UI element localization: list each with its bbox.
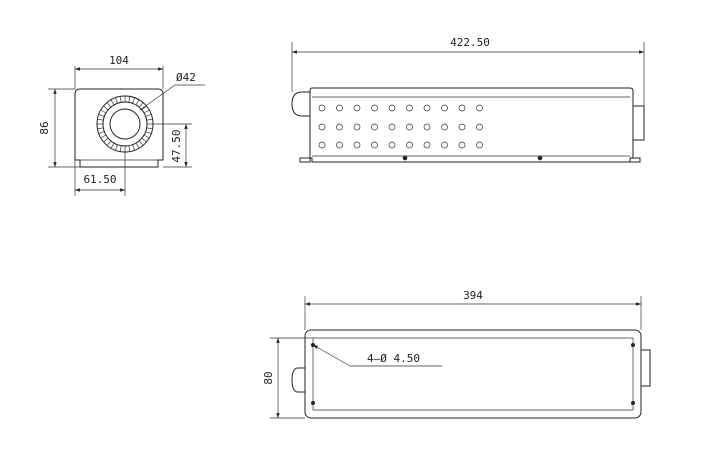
diameter-label: Ø42	[176, 71, 196, 84]
knurl-tick	[135, 99, 140, 106]
knurl-tick	[141, 137, 147, 143]
vent-hole	[353, 123, 361, 131]
vent-hole	[336, 123, 343, 131]
center-height-label: 47.50	[170, 129, 183, 162]
vent-hole	[423, 141, 431, 149]
vent-hole	[318, 141, 326, 149]
vent-hole	[458, 123, 466, 131]
knurl-tick	[98, 114, 105, 117]
vent-hole	[388, 141, 396, 149]
vent-hole	[318, 123, 326, 131]
knurl-tick	[141, 105, 147, 111]
end-view-body	[74, 88, 164, 168]
end-view: 104 86 Ø42 47.50 61.50	[38, 54, 205, 196]
knurl-tick	[132, 97, 135, 104]
port-knurl	[97, 96, 153, 152]
knurl-tick	[143, 109, 150, 114]
side-view-body	[309, 87, 634, 163]
vent-hole	[458, 104, 466, 112]
knurl-tick	[128, 96, 131, 103]
knurl-tick	[135, 142, 140, 149]
mounting-holes	[311, 343, 635, 405]
vent-hole	[458, 141, 466, 149]
knurl-tick	[115, 97, 118, 104]
knurl-tick	[97, 127, 104, 130]
side-length-label: 422.50	[450, 36, 490, 49]
knurl-tick	[98, 131, 105, 134]
vent-hole	[353, 141, 361, 149]
side-port-left	[291, 91, 310, 117]
knurl-tick	[103, 137, 109, 143]
vent-hole	[388, 123, 396, 131]
knurl-tick	[146, 118, 153, 121]
vent-hole	[388, 104, 396, 112]
top-view-body	[304, 329, 642, 419]
knurl-tick	[110, 99, 115, 106]
vent-hole	[441, 141, 448, 149]
knurl-tick	[106, 102, 112, 108]
vent-hole	[353, 104, 361, 112]
vent-hole	[336, 104, 343, 112]
knurl-tick	[106, 140, 112, 146]
vent-hole	[406, 141, 413, 149]
knurl-tick	[145, 114, 152, 117]
vent-hole	[476, 141, 483, 149]
knurl-tick	[110, 142, 115, 149]
vent-hole	[406, 123, 413, 131]
knurl-tick	[100, 109, 107, 114]
top-port-right	[640, 349, 651, 387]
vent-hole	[406, 104, 413, 112]
knurl-tick	[146, 127, 153, 130]
center-offset-label: 61.50	[83, 173, 116, 186]
knurl-tick	[138, 140, 144, 146]
vent-hole	[423, 104, 431, 112]
side-view: 422.50	[291, 36, 645, 163]
knurl-tick	[128, 145, 131, 152]
vent-hole	[441, 104, 448, 112]
knurl-tick	[115, 144, 118, 151]
knurl-tick	[100, 134, 107, 139]
vent-hole	[371, 104, 378, 112]
vent-hole	[476, 123, 483, 131]
knurl-tick	[97, 118, 104, 121]
top-length-label: 394	[463, 289, 483, 302]
vent-hole	[371, 141, 378, 149]
vent-hole	[318, 104, 326, 112]
vent-hole	[441, 123, 448, 131]
knurl-tick	[103, 105, 109, 111]
vent-hole	[423, 123, 431, 131]
knurl-tick	[132, 144, 135, 151]
knurl-tick	[143, 134, 150, 139]
vent-hole	[371, 123, 378, 131]
top-port-left	[291, 367, 305, 393]
top-width-label: 80	[262, 371, 275, 384]
port-outer-circle	[96, 95, 154, 153]
top-view: 4—Ø 4.50 394 80	[262, 289, 651, 419]
knurl-tick	[138, 102, 144, 108]
vent-holes	[318, 104, 483, 149]
knurl-tick	[145, 131, 152, 134]
holes-label: 4—Ø 4.50	[367, 352, 420, 365]
knurl-tick	[119, 145, 122, 152]
end-height-label: 86	[38, 121, 51, 134]
vent-hole	[336, 141, 343, 149]
side-port-right	[632, 105, 645, 141]
end-width-label: 104	[109, 54, 129, 67]
knurl-tick	[119, 96, 122, 103]
vent-hole	[476, 104, 483, 112]
